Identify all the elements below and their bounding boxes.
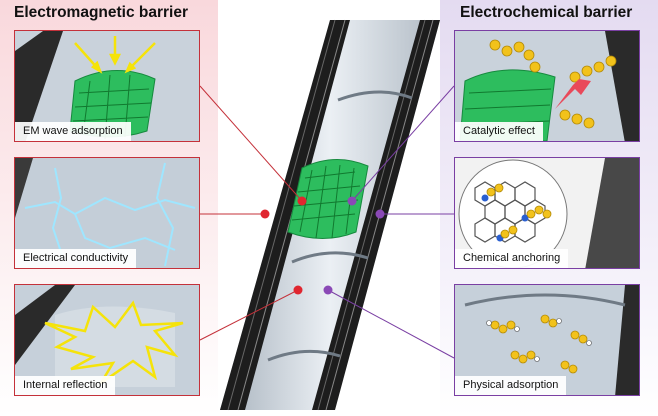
purple-marker bbox=[324, 286, 333, 295]
catalytic-effect-label: Catalytic effect bbox=[455, 122, 543, 141]
red-marker bbox=[261, 210, 270, 219]
internal-reflection-panel: Internal reflection bbox=[14, 284, 200, 396]
electrical-conductivity-label: Electrical conductivity bbox=[15, 249, 136, 268]
red-marker bbox=[298, 197, 307, 206]
catalytic-effect-panel: Catalytic effect bbox=[454, 30, 640, 142]
physical-adsorption-label: Physical adsorption bbox=[455, 376, 566, 395]
physical-adsorption-panel: Physical adsorption bbox=[454, 284, 640, 396]
em-wave-adsorption-panel: EM wave adsorption bbox=[14, 30, 200, 142]
electrical-conductivity-panel: Electrical conductivity bbox=[14, 157, 200, 269]
red-marker bbox=[294, 286, 303, 295]
internal-reflection-label: Internal reflection bbox=[15, 376, 115, 395]
em-wave-adsorption-label: EM wave adsorption bbox=[15, 122, 131, 141]
purple-marker bbox=[348, 197, 357, 206]
chemical-anchoring-panel: Chemical anchoring bbox=[454, 157, 640, 269]
chemical-anchoring-label: Chemical anchoring bbox=[455, 249, 568, 268]
purple-marker bbox=[376, 210, 385, 219]
